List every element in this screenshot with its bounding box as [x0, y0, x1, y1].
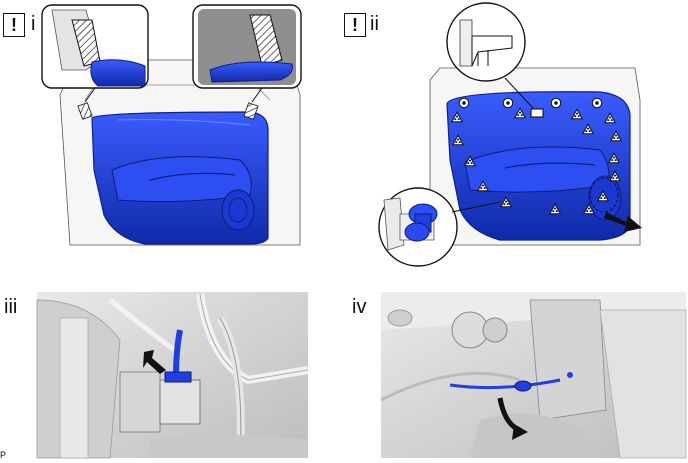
pull-arrow-icon: [512, 424, 528, 440]
pull-arrow-icon: [604, 212, 642, 232]
warning-icon-i: !: [3, 13, 25, 37]
step-label-ii: ii: [370, 13, 379, 35]
panel-iii-photo: [36, 292, 309, 459]
clip-circle-icon: [458, 97, 470, 109]
clip-rect-icon: [530, 108, 544, 118]
pointer-arrow-icon: [143, 350, 166, 374]
clip-circle-icon: [502, 97, 514, 109]
step-label-i: i: [31, 13, 36, 35]
clip-markers: [451, 97, 622, 215]
step-label-iv: iv: [352, 296, 367, 318]
panel-ii-inset-top: [446, 2, 526, 82]
warning-icon-ii: !: [344, 13, 366, 37]
panel-ii-inset-clip: [378, 187, 458, 267]
panel-i-inset-left: [41, 4, 149, 89]
clip-circle-icon: [550, 97, 562, 109]
panel-i-inset-right: [192, 4, 302, 89]
step-label-iii: iii: [4, 296, 18, 318]
panel-i-door-trim: [59, 59, 301, 246]
reference-code: P: [0, 450, 7, 460]
panel-ii-door-trim: [429, 67, 641, 246]
clip-circle-icon: [591, 97, 603, 109]
panel-iv-photo: [380, 292, 687, 459]
